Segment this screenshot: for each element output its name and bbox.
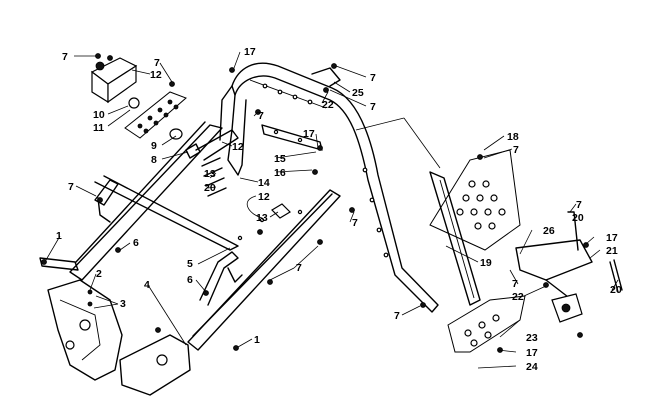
callout-21: 21: [606, 245, 618, 257]
callout-5: 5: [187, 258, 193, 270]
callout-labels: 7 12 7 10 11 9 8 17 7 25 22 7 7 12 17 15…: [56, 46, 622, 373]
callout-7: 7: [154, 57, 160, 69]
callout-20: 20: [610, 284, 622, 296]
callout-7: 7: [512, 278, 518, 290]
callout-10: 10: [93, 109, 105, 121]
callout-25: 25: [352, 87, 364, 99]
handle-plate: [90, 57, 201, 159]
callout-9: 9: [151, 140, 157, 152]
callout-7: 7: [513, 144, 519, 156]
callout-23: 23: [526, 332, 538, 344]
callout-3: 3: [120, 298, 126, 310]
lever-bracket: [515, 211, 623, 323]
callout-24: 24: [526, 361, 538, 373]
callout-15: 15: [274, 153, 286, 165]
lower-left-bracket: [39, 257, 191, 396]
callout-6: 6: [187, 274, 193, 286]
callout-13: 13: [204, 168, 216, 180]
callout-12: 12: [232, 141, 244, 153]
callout-26: 26: [543, 225, 555, 237]
callout-7: 7: [394, 310, 400, 322]
callout-22: 22: [322, 99, 334, 111]
callout-13: 13: [256, 212, 268, 224]
callout-14: 14: [258, 177, 270, 189]
callout-1: 1: [56, 230, 62, 242]
callout-7: 7: [576, 199, 582, 211]
callout-7: 7: [352, 217, 358, 229]
callout-17: 17: [526, 347, 538, 359]
callout-11: 11: [93, 122, 104, 134]
callout-17: 17: [244, 46, 256, 58]
callout-7: 7: [62, 51, 68, 63]
callout-8: 8: [151, 154, 157, 166]
callout-12: 12: [258, 191, 270, 203]
callout-20: 20: [204, 182, 216, 194]
callout-20: 20: [572, 212, 584, 224]
support-arm: [429, 171, 481, 306]
callout-7: 7: [370, 72, 376, 84]
callout-22: 22: [512, 291, 524, 303]
tray-plate: [429, 149, 521, 251]
callout-12: 12: [150, 69, 162, 81]
upper-frame-rails: [69, 121, 341, 351]
callout-1: 1: [254, 334, 260, 346]
callout-2: 2: [96, 268, 102, 280]
callout-18: 18: [507, 131, 519, 143]
leader-lines: [45, 51, 619, 369]
callout-19: 19: [480, 257, 492, 269]
callout-16: 16: [274, 167, 286, 179]
callout-4: 4: [144, 279, 150, 291]
callout-7: 7: [370, 101, 376, 113]
callout-17: 17: [606, 232, 618, 244]
callout-6: 6: [133, 237, 139, 249]
callout-17: 17: [303, 128, 315, 140]
callout-7: 7: [296, 262, 302, 274]
callout-7: 7: [258, 110, 264, 122]
callout-7: 7: [68, 181, 74, 193]
lower-plate: [447, 295, 526, 353]
